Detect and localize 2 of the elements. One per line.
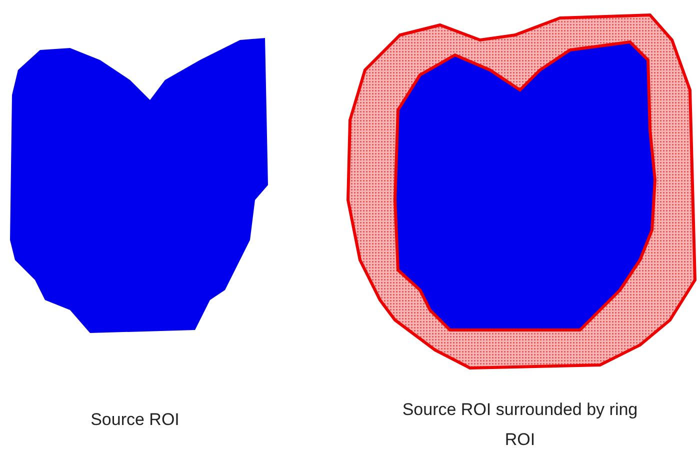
caption: Source ROI: [90, 409, 180, 431]
caption: Source ROI surrounded by ring ROI: [401, 399, 639, 451]
